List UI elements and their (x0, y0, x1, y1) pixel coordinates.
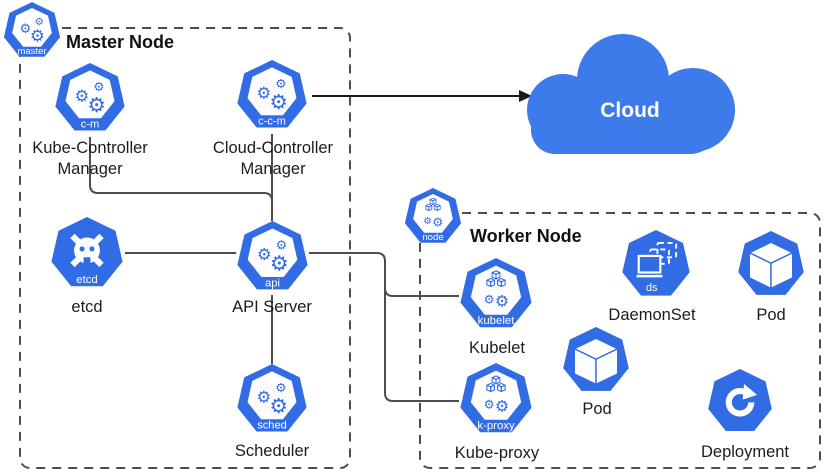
deployment-label: Deployment (700, 443, 790, 461)
kube-proxy-icon: k-proxy (458, 363, 534, 444)
etcd-label: etcd (71, 298, 103, 316)
cloud-controller-manager-badge: c-c-m (258, 115, 286, 127)
etcd-icon: etcd (49, 217, 125, 298)
scheduler-label: Scheduler (234, 442, 310, 460)
daemonset-label: DaemonSet (608, 306, 696, 324)
api-kubelet-connector (384, 287, 459, 297)
cloud-shape: Cloud (510, 30, 740, 162)
cloud-label: Cloud (600, 99, 659, 122)
daemonset-icon: ds (620, 230, 692, 307)
master-node-title: Master Node (66, 32, 175, 52)
daemonset-badge: ds (646, 282, 658, 294)
master-node-box (19, 27, 351, 469)
api-kubeproxy-connector (309, 252, 459, 402)
kubelet-label: Kubelet (469, 339, 525, 357)
cloud-icon: Cloud (527, 34, 735, 154)
kube-proxy-label: Kube-proxy (454, 444, 540, 462)
kube-controller-manager-icon: c-m (53, 63, 127, 142)
pod-icon (736, 231, 806, 306)
master-badge: master (17, 46, 47, 57)
kubelet-badge: kubelet (478, 315, 516, 327)
master-icon: master (2, 2, 62, 67)
kube-controller-manager-label: Kube-Controller Manager (32, 139, 148, 179)
deployment-icon (706, 369, 774, 442)
api-server-label: API Server (232, 298, 312, 316)
cloud-controller-manager-label: Cloud-Controller Manager (212, 139, 334, 179)
node-icon: node (403, 188, 463, 253)
kube-controller-manager-badge: c-m (81, 118, 99, 130)
kube-proxy-badge: k-proxy (477, 420, 515, 432)
kubelet-icon: kubelet (458, 258, 534, 339)
scheduler-badge: sched (257, 419, 287, 431)
worker-node-box (419, 212, 821, 469)
node-badge: node (422, 232, 443, 243)
cloud-controller-manager-icon: c-c-m (235, 60, 309, 139)
api-server-badge: api (265, 277, 280, 289)
pod-label: Pod (582, 400, 612, 418)
arrowhead-icon (519, 90, 532, 102)
pod-icon (561, 327, 631, 402)
pod-label: Pod (756, 306, 786, 324)
api-server-icon: api (235, 221, 310, 301)
refresh-arrow-icon (742, 383, 757, 400)
worker-node-title: Worker Node (470, 226, 582, 246)
scheduler-icon: sched (235, 364, 309, 443)
etcd-badge: etcd (76, 274, 98, 286)
